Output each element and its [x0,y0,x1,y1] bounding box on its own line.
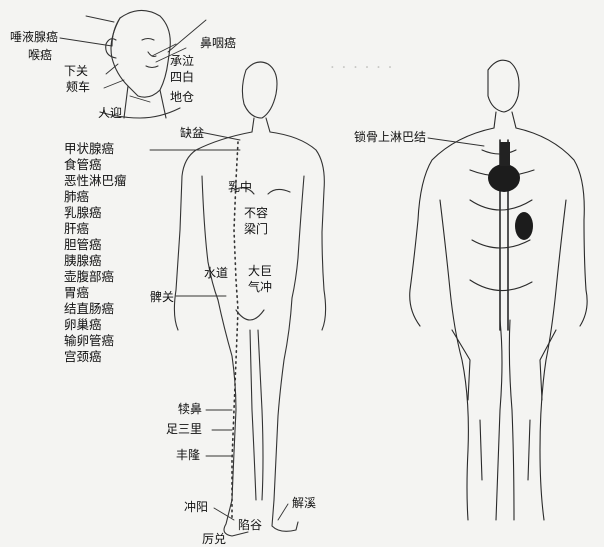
label-fenglong: 丰隆 [176,448,200,462]
cancer-item: 输卵管癌 [64,334,127,348]
label-shuidao: 水道 [204,266,228,280]
cancer-item: 胰腺癌 [64,254,127,268]
lymphatic-figure [410,60,587,520]
cancer-item: 肝癌 [64,222,127,236]
meridian-dotted-line [232,142,238,520]
cancer-list: 甲状腺癌 食管癌 恶性淋巴瘤 肺癌 乳腺癌 肝癌 胆管癌 胰腺癌 壶腹部癌 胃癌… [64,142,127,338]
label-dicang: 地仓 [170,90,194,104]
cancer-item: 卵巢癌 [64,318,127,332]
cancer-item: 恶性淋巴瘤 [64,174,127,188]
label-qichong: 气冲 [248,280,272,294]
label-ruzhong: 乳中 [228,180,252,194]
label-sibai: 四白 [170,70,194,84]
label-chengqi: 承泣 [170,54,194,68]
label-chongyang: 冲阳 [184,500,208,514]
label-dubi: 犊鼻 [178,402,202,416]
label-jiexi: 解溪 [292,496,316,510]
label-lidui: 厉兑 [202,532,226,546]
label-nasopharynx-cancer: 鼻咽癌 [200,36,236,50]
label-throat-cancer: 喉癌 [28,48,52,62]
cancer-item: 乳腺癌 [64,206,127,220]
label-burong: 不容 [244,206,268,220]
head-inset-figure [100,10,180,118]
label-biguan: 髀关 [150,290,174,304]
label-zusanli: 足三里 [166,422,202,436]
label-renying: 人迎 [98,106,122,120]
cancer-item: 宫颈癌 [64,350,127,364]
cancer-item: 壶腹部癌 [64,270,127,284]
label-saliva-cancer: 唾液腺癌 [10,30,58,44]
label-daju: 大巨 [248,264,272,278]
label-xiangu: 陷谷 [238,518,262,532]
label-xiaguan: 下关 [64,64,88,78]
label-jiache: 颊车 [66,80,90,94]
label-supraclavicular-lymph-node: 锁骨上淋巴结 [354,130,426,144]
cancer-item: 食管癌 [64,158,127,172]
cancer-item: 肺癌 [64,190,127,204]
heart-shape [488,164,520,192]
cancer-item: 甲状腺癌 [64,142,127,156]
cancer-item: 胃癌 [64,286,127,300]
cancer-item: 胆管癌 [64,238,127,252]
spleen-shape [515,212,533,240]
cisterna [500,142,510,166]
label-quepen: 缺盆 [180,126,204,140]
cancer-item: 结直肠癌 [64,302,127,316]
label-liangmen: 梁门 [244,222,268,236]
